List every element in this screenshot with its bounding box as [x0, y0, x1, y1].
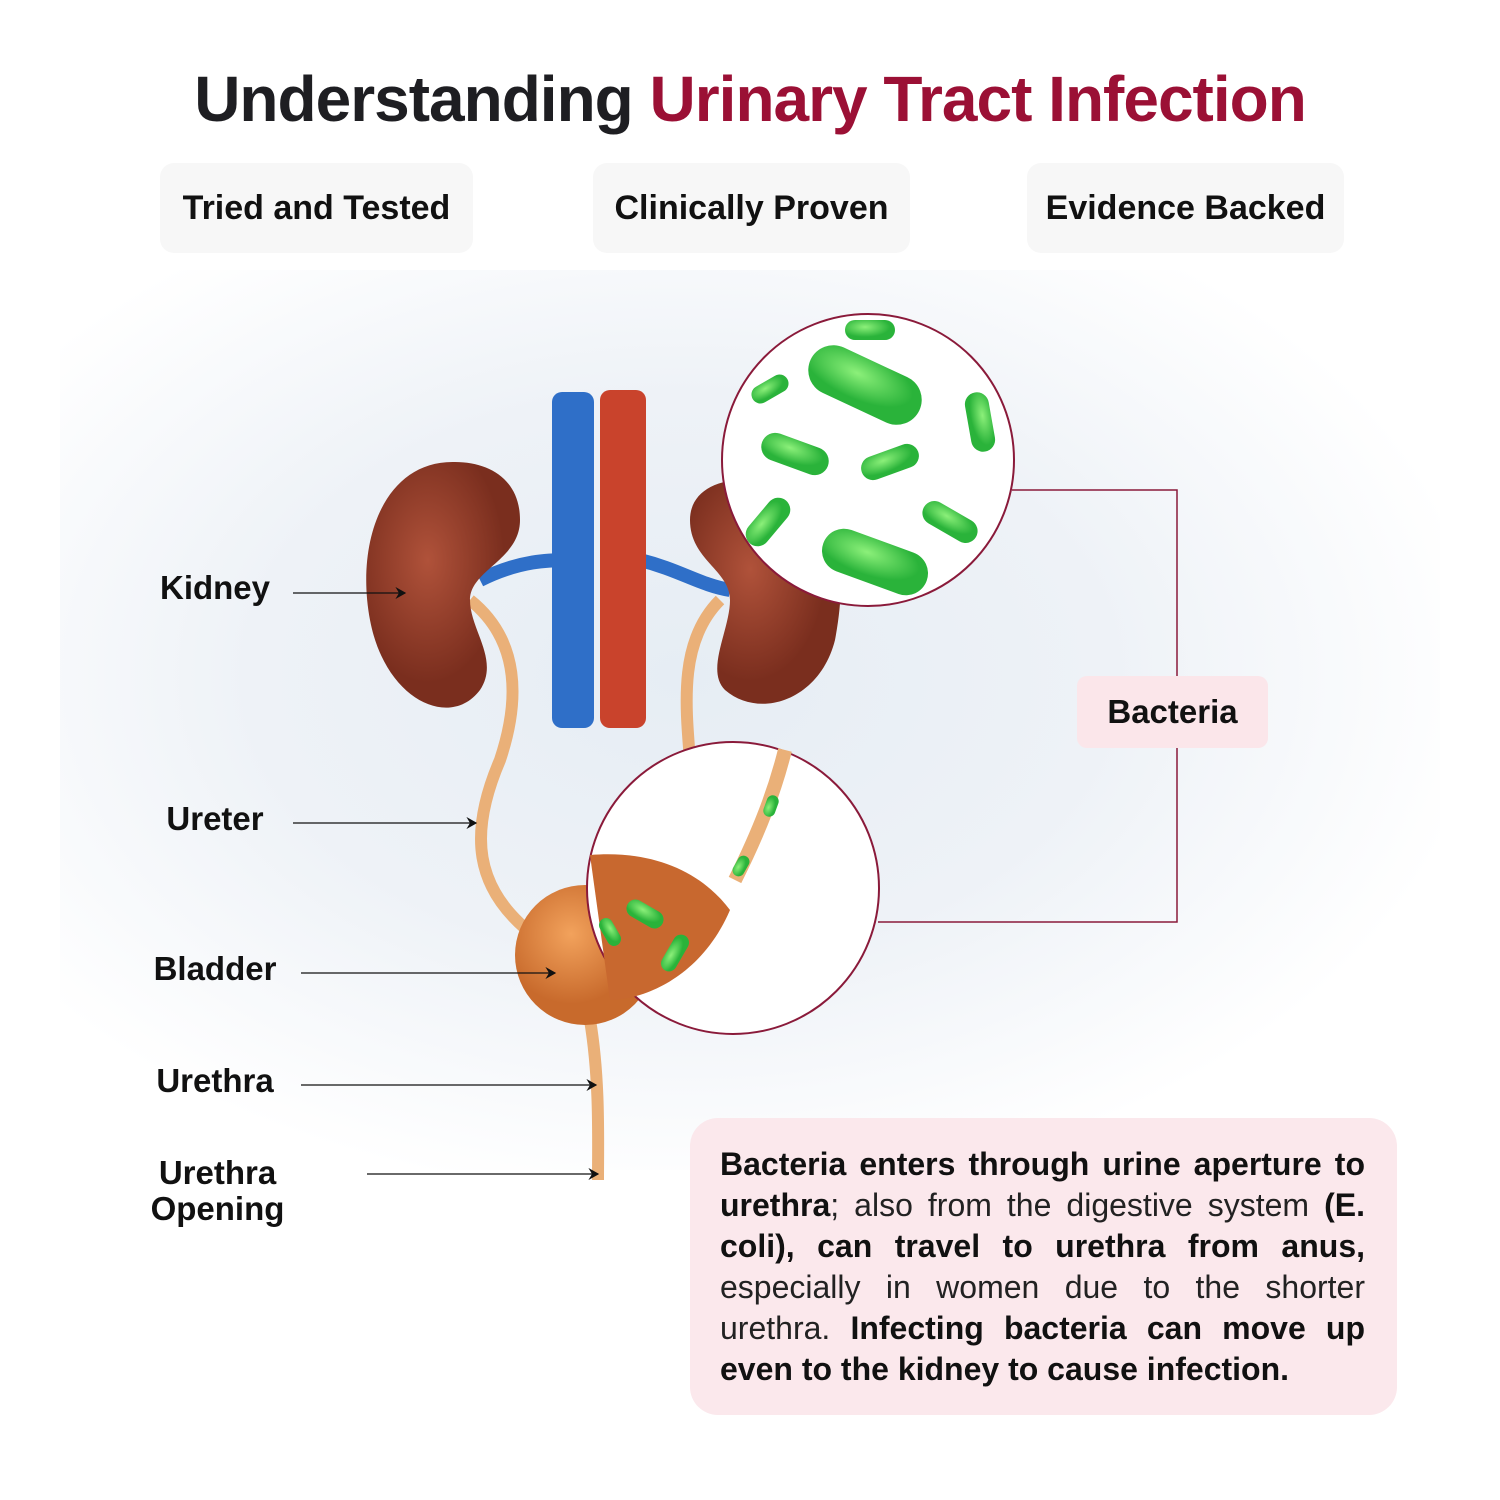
vein	[552, 392, 594, 728]
label-ureter: Ureter	[166, 800, 264, 837]
left-ureter	[466, 595, 544, 945]
bladder-zoom-circle	[586, 741, 880, 1035]
urethra	[584, 1019, 605, 1181]
info-bold-1: Bacteria enters through urine aperture t…	[720, 1146, 1365, 1223]
label-urethra-opening: Urethra Opening	[150, 1154, 285, 1227]
artery	[600, 390, 646, 728]
info-normal-1: ; also from the digestive system	[830, 1187, 1325, 1223]
left-kidney	[366, 461, 520, 708]
page-title: Understanding Urinary Tract Infection	[0, 62, 1500, 136]
title-accent: Urinary Tract Infection	[649, 63, 1307, 135]
bacteria-connector	[1012, 489, 1178, 676]
badge-evidence-backed: Evidence Backed	[1027, 163, 1344, 253]
label-urethra: Urethra	[156, 1062, 274, 1099]
badge-tried-tested: Tried and Tested	[160, 163, 473, 253]
bacteria-zoom-circle	[721, 313, 1015, 607]
info-box: Bacteria enters through urine aperture t…	[690, 1118, 1397, 1415]
info-bold-2: (E. coli), can travel to urethra from an…	[720, 1187, 1365, 1264]
label-kidney: Kidney	[159, 569, 271, 606]
info-bold-3: Infecting bacteria can move up even to t…	[720, 1310, 1366, 1387]
label-bladder: Bladder	[153, 950, 277, 987]
badge-clinically-proven: Clinically Proven	[593, 163, 910, 253]
bacteria-label: Bacteria	[1077, 676, 1268, 748]
right-ureter	[680, 595, 725, 761]
info-normal-2: especially in women due to the shorter u…	[720, 1269, 1365, 1346]
title-part1: Understanding	[194, 63, 634, 135]
